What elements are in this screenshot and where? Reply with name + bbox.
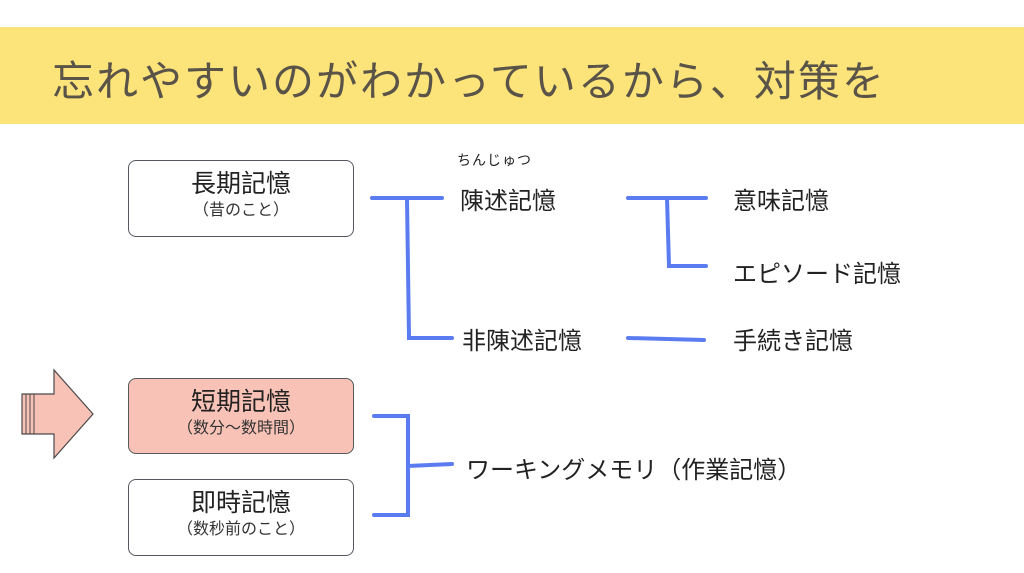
semantic-memory-label: 意味記憶 (733, 187, 829, 215)
arrow-icon (21, 368, 94, 460)
long-term-memory-note: （昔のこと） (192, 200, 289, 219)
immediate-memory-label: 即時記憶 (190, 488, 291, 517)
short-term-memory-label: 短期記憶 (190, 387, 291, 416)
declarative-ruby: ちんじゅつ (457, 153, 532, 169)
short-term-memory-note: （数分〜数時間） (176, 418, 305, 437)
nondeclarative-memory-label: 非陳述記憶 (462, 327, 582, 355)
episodic-memory-label: エピソード記憶 (733, 260, 901, 288)
immediate-memory-note: （数秒前のこと） (176, 519, 305, 538)
declarative-memory-label: 陳述記憶 (460, 187, 556, 215)
page-title: 忘れやすいのがわかっているから、対策を (52, 57, 886, 106)
immediate-memory-box: 即時記憶 （数秒前のこと） (128, 479, 354, 556)
long-term-memory-label: 長期記憶 (190, 169, 291, 198)
procedural-memory-label: 手続き記憶 (733, 327, 853, 355)
working-memory-label: ワーキングメモリ（作業記憶） (466, 456, 802, 484)
short-term-memory-box: 短期記憶 （数分〜数時間） (128, 378, 354, 454)
title-banner (0, 27, 1024, 124)
long-term-memory-box: 長期記憶 （昔のこと） (128, 160, 354, 237)
